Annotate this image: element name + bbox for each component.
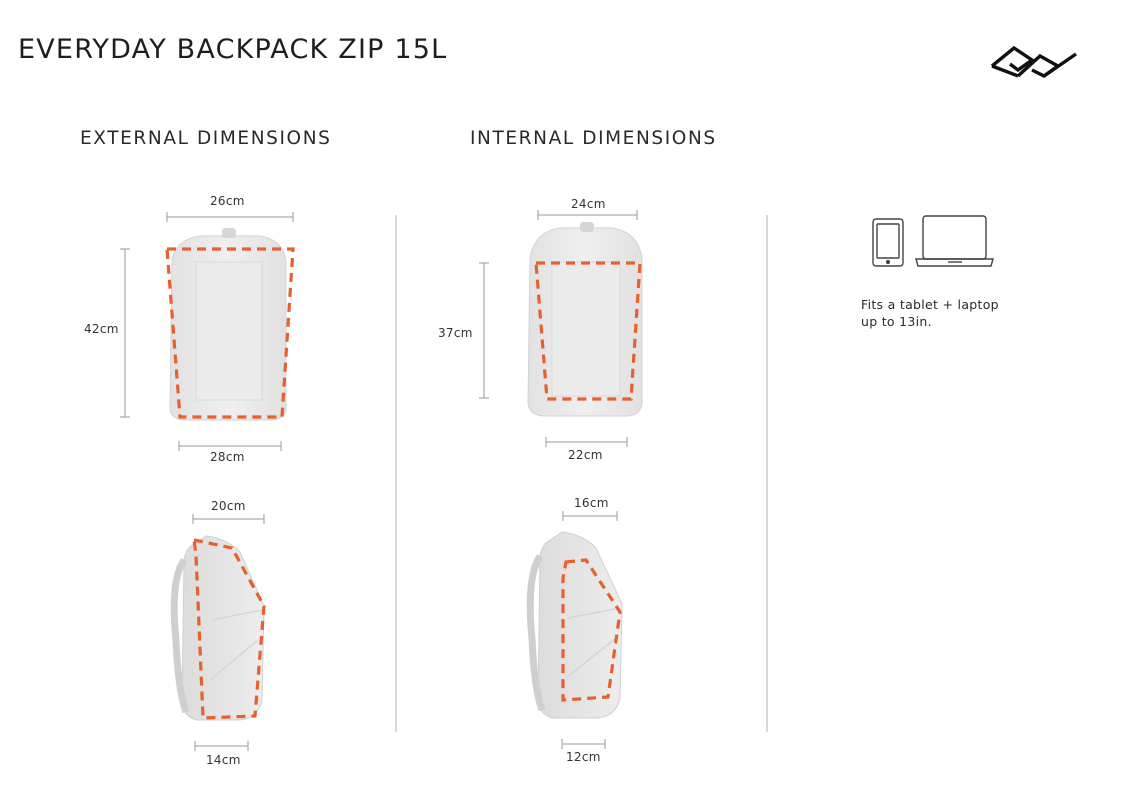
fits-line-2: up to 13in.: [861, 314, 932, 329]
internal-side-bag: [526, 531, 623, 719]
int-height-line: [479, 262, 489, 399]
fits-description: Fits a tablet + laptop up to 13in.: [861, 296, 999, 330]
external-front-bag: [169, 228, 287, 421]
ext-bottom-width-line: [178, 441, 282, 451]
ext-side-top-label: 20cm: [211, 499, 246, 513]
int-top-width-label: 24cm: [571, 197, 606, 211]
fits-line-1: Fits a tablet + laptop: [861, 297, 999, 312]
int-height-label: 37cm: [438, 326, 473, 340]
int-bottom-width-line: [545, 437, 628, 447]
int-side-bottom-label: 12cm: [566, 750, 601, 764]
tablet-icon: [872, 218, 904, 267]
external-side-outline: [192, 537, 266, 720]
ext-side-bottom-line: [194, 741, 249, 751]
external-front-outline: [165, 247, 295, 419]
section-internal-heading: INTERNAL DIMENSIONS: [470, 128, 717, 149]
int-side-bottom-line: [561, 739, 606, 749]
external-side-bag: [170, 535, 265, 721]
page-title: EVERYDAY BACKPACK ZIP 15L: [18, 34, 448, 65]
laptop-icon: [915, 215, 994, 267]
ext-height-line: [120, 248, 130, 418]
ext-side-bottom-label: 14cm: [206, 753, 241, 767]
ext-height-label: 42cm: [84, 322, 119, 336]
ext-side-top-line: [192, 514, 265, 524]
brand-logo-icon: [990, 45, 1077, 78]
ext-bottom-width-label: 28cm: [210, 450, 245, 464]
int-side-top-label: 16cm: [574, 496, 609, 510]
section-external-heading: EXTERNAL DIMENSIONS: [80, 128, 332, 149]
ext-top-width-line: [166, 212, 294, 222]
ext-top-width-label: 26cm: [210, 194, 245, 208]
int-side-top-line: [562, 511, 618, 521]
internal-side-outline: [561, 558, 622, 702]
internal-front-outline: [534, 261, 642, 401]
internal-front-bag: [527, 222, 643, 417]
int-top-width-line: [537, 210, 638, 220]
int-bottom-width-label: 22cm: [568, 448, 603, 462]
